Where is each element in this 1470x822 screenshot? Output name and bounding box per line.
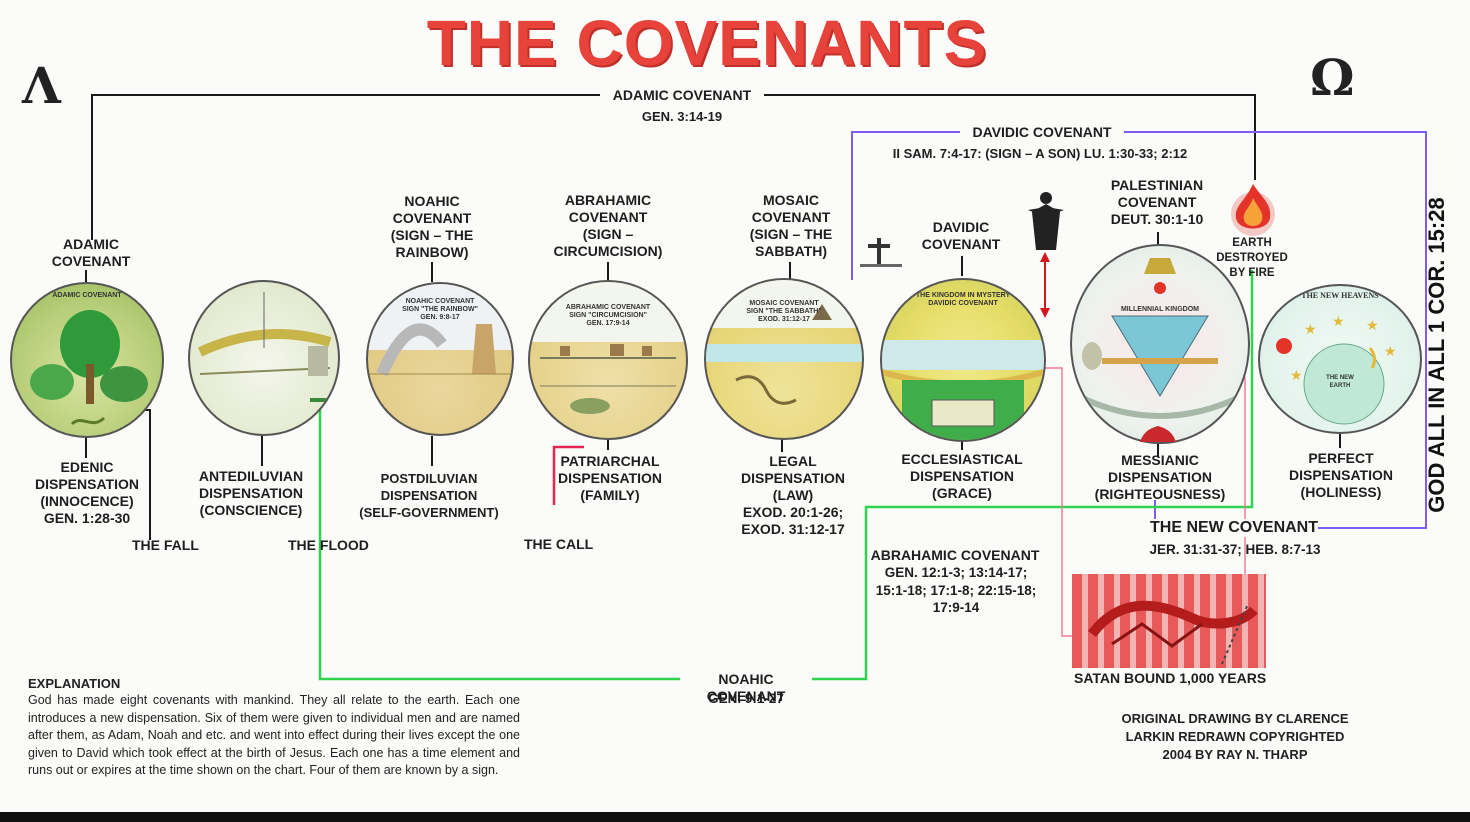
davidic-covenant-label: DAVIDIC COVENANT <box>921 219 1001 252</box>
explanation-text: God has made eight covenants with mankin… <box>28 693 520 778</box>
christ-figure-icon <box>1026 190 1066 252</box>
perfect-circle: ★ ★ ★ ★ ★ THE NEW HEAVENS THE NEW EARTH <box>1258 284 1422 434</box>
patriarchal-dispensation-label: PATRIARCHAL DISPENSATION (FAMILY) <box>558 453 662 503</box>
arrow-head-up <box>1040 252 1050 262</box>
satan-link-line <box>1040 367 1076 637</box>
abrahamic-covenant-line <box>552 445 584 505</box>
circle-caption: ADAMIC COVENANT <box>52 292 122 299</box>
the-call-label: THE CALL <box>524 536 594 552</box>
svg-text:★: ★ <box>1304 321 1317 337</box>
the-flood-label: THE FLOOD <box>288 537 369 553</box>
adamic-covenant-top-label: ADAMIC COVENANT <box>600 87 764 104</box>
credit-text: ORIGINAL DRAWING BY CLARENCE LARKIN REDR… <box>1121 711 1349 762</box>
abrahamic-covenant-label: ABRAHAMIC COVENANT (SIGN – CIRCUMCISION) <box>553 192 663 259</box>
arrow-head-down <box>1040 308 1050 318</box>
legal-circle: MOSAIC COVENANT SIGN "THE SABBATH" EXOD.… <box>704 278 864 440</box>
abrahamic-covenant-bottom-label: ABRAHAMIC COVENANT <box>870 547 1040 564</box>
svg-text:★: ★ <box>1332 313 1345 329</box>
patriarchal-circle: ABRAHAMIC COVENANT SIGN "CIRCUMCISION" G… <box>528 280 688 440</box>
messianic-circle: MILLENNIAL KINGDOM <box>1070 244 1250 444</box>
palestinian-covenant-label: PALESTINIAN COVENANT DEUT. 30:1-10 <box>1110 177 1204 227</box>
antediluvian-circle <box>188 280 340 436</box>
satan-bound-label: SATAN BOUND 1,000 YEARS <box>1074 670 1267 686</box>
fire-mound-icon <box>1138 426 1178 442</box>
god-all-in-all-label: GOD ALL IN ALL 1 COR. 15:28 <box>1424 197 1449 513</box>
god-all-in-all-text: GOD ALL IN ALL 1 COR. 15:28 <box>1412 197 1462 513</box>
noahic-covenant-line <box>318 270 1254 681</box>
circle-caption: NOAHIC COVENANT SIGN "THE RAINBOW" GEN. … <box>402 298 478 321</box>
noahic-covenant-bottom-label: NOAHIC COVENANT <box>680 671 812 705</box>
new-covenant-ref: JER. 31:31-37; HEB. 8:7-13 <box>1149 542 1321 557</box>
legal-dispensation-label: LEGAL DISPENSATION (LAW) EXOD. 20:1-26; … <box>741 453 845 537</box>
davidic-covenant-top-label: DAVIDIC COVENANT <box>960 124 1124 141</box>
ecclesiastical-dispensation-label: ECCLESIASTICAL DISPENSATION (GRACE) <box>901 451 1023 501</box>
svg-text:★: ★ <box>1290 367 1303 383</box>
circle-caption: THE NEW EARTH <box>1326 375 1354 389</box>
circle-caption: THE NEW HEAVENS <box>1301 291 1379 300</box>
davidic-covenant-top-ref: II SAM. 7:4-17: (SIGN – A SON) LU. 1:30-… <box>892 146 1188 161</box>
edenic-dispensation-label: EDENIC DISPENSATION (INNOCENCE) GEN. 1:2… <box>35 459 139 526</box>
new-covenant-label: THE NEW COVENANT <box>1150 519 1318 537</box>
satan-bound-image <box>1072 574 1266 668</box>
antediluvian-dispensation-label: ANTEDILUVIAN DISPENSATION (CONSCIENCE) <box>198 468 304 518</box>
adamic-covenant-top-ref: GEN. 3:14-19 <box>641 109 723 124</box>
mosaic-covenant-label: MOSAIC COVENANT (SIGN – THE SABBATH) <box>749 192 833 259</box>
svg-text:★: ★ <box>1384 343 1397 359</box>
alpha-symbol: Λ <box>22 56 61 115</box>
earth-destroyed-label: EARTH DESTROYED BY FIRE <box>1216 237 1288 279</box>
the-fall-label: THE FALL <box>132 537 199 553</box>
circle-caption: THE KINGDOM IN MYSTERY DAVIDIC COVENANT <box>915 292 1011 307</box>
bottom-bar <box>0 812 1470 822</box>
circle-caption: MILLENNIAL KINGDOM <box>1120 306 1200 313</box>
postdiluvian-dispensation-label: POSTDILUVIAN DISPENSATION (SELF-GOVERNME… <box>359 471 499 520</box>
edenic-circle: ADAMIC COVENANT <box>10 282 164 438</box>
postdiluvian-circle: NOAHIC COVENANT SIGN "THE RAINBOW" GEN. … <box>366 282 514 436</box>
noahic-covenant-label: NOAHIC COVENANT (SIGN – THE RAINBOW) <box>390 193 474 260</box>
omega-symbol: Ω <box>1310 48 1355 107</box>
ecclesiastical-circle: THE KINGDOM IN MYSTERY DAVIDIC COVENANT <box>880 278 1046 442</box>
davidic-covenant-line <box>851 131 1427 529</box>
circle-caption: ABRAHAMIC COVENANT SIGN "CIRCUMCISION" G… <box>565 304 651 327</box>
noahic-covenant-bottom-ref: GEN. 9:1-27 <box>708 691 784 706</box>
explanation-heading: EXPLANATION <box>28 676 121 691</box>
fire-icon <box>1226 178 1280 242</box>
circle-caption: MOSAIC COVENANT SIGN "THE SABBATH" EXOD.… <box>746 300 822 323</box>
messianic-dispensation-label: MESSIANIC DISPENSATION (RIGHTEOUSNESS) <box>1094 452 1226 502</box>
cross-icon <box>858 234 904 272</box>
abrahamic-covenant-bottom-ref: GEN. 12:1-3; 13:14-17; 15:1-18; 17:1-8; … <box>875 565 1037 615</box>
perfect-dispensation-label: PERFECT DISPENSATION (HOLINESS) <box>1289 450 1393 500</box>
page-title: THE COVENANTS <box>426 7 988 79</box>
svg-text:★: ★ <box>1366 317 1379 333</box>
adamic-covenant-label: ADAMIC COVENANT <box>51 236 131 269</box>
